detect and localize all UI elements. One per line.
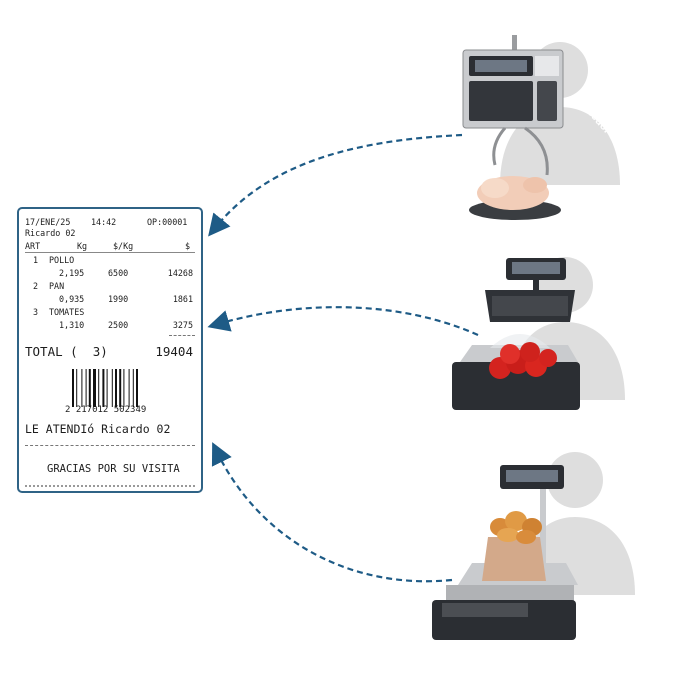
receipt-total-label: TOTAL ( 3) (25, 344, 108, 359)
receipt-tear-edge (25, 485, 195, 487)
receipt-total-value: 19404 (155, 344, 193, 359)
barcode-bar (128, 369, 130, 407)
receipt-col-art: ART (25, 241, 41, 251)
barcode-bar (76, 369, 78, 407)
item-name: PAN (49, 281, 65, 291)
barcode-bar (132, 369, 134, 407)
vendedor-2-counter-scale: Vendedor 2 (432, 452, 638, 640)
receipt-col-kg: Kg (77, 241, 88, 251)
barcode-bar (98, 369, 100, 407)
chicken-icon (477, 176, 549, 210)
barcode-bar (102, 369, 105, 407)
barcode-bar (119, 369, 122, 407)
item-price: 1990 (108, 294, 129, 304)
barcode-bar (93, 369, 96, 407)
receipt-seller: Ricardo 02 (25, 228, 76, 238)
item-kg: 2,195 (59, 268, 85, 278)
barcode-bar (115, 369, 117, 407)
barcode-bar (85, 369, 87, 407)
keypad (469, 81, 557, 121)
arrow-vendedor-1-to-receipt (207, 306, 479, 337)
item-number: 3 (33, 307, 39, 317)
barcode-bar (81, 369, 83, 407)
barcode-bar (111, 369, 113, 407)
item-name: POLLO (49, 255, 75, 265)
item-total: 1861 (172, 294, 193, 304)
bread-bag-icon (482, 511, 546, 581)
receipt-attended-by: LE ATENDIó Ricardo 02 (25, 422, 171, 436)
barcode (72, 369, 138, 407)
item-price: 2500 (108, 320, 129, 330)
arrow-vendedor-3-to-receipt (208, 133, 463, 237)
item-price: 6500 (108, 268, 129, 278)
arrow-vendedor-2-to-receipt (211, 442, 453, 583)
barcode-bar (106, 369, 108, 407)
vendedor-1-counter-scale: Vendedor 1 (452, 257, 629, 410)
barcode-number: 2 217012 502349 (65, 405, 147, 415)
barcode-bar (123, 369, 125, 407)
receipt-time: 14:42 (91, 217, 117, 227)
receipt-col-total: $ (185, 241, 191, 251)
receipt-date: 17/ENE/25 (25, 217, 71, 227)
receipt-thanks: GRACIAS POR SU VISITA (47, 463, 180, 475)
barcode-bar (136, 369, 138, 407)
item-number: 1 (33, 255, 39, 265)
receipt-op: OP:00001 (147, 217, 188, 227)
receipt-footer-rule (25, 445, 195, 446)
item-total: 14268 (167, 268, 193, 278)
item-number: 2 (33, 281, 39, 291)
receipt: 17/ENE/25 14:42 OP:00001 Ricardo 02 ART … (17, 207, 203, 493)
receipt-header-rule (25, 252, 195, 253)
item-name: TOMATES (49, 307, 85, 317)
barcode-bar (72, 369, 74, 407)
receipt-subtotal-rule (169, 335, 195, 336)
receipt-col-price: $/Kg (113, 241, 134, 251)
item-kg: 0,935 (59, 294, 85, 304)
tomatoes-icon (489, 334, 557, 379)
item-kg: 1,310 (59, 320, 85, 330)
vendedor-3-hanging-scale: Vendedor 3 (462, 35, 620, 220)
item-total: 3275 (172, 320, 193, 330)
barcode-bar (88, 369, 91, 407)
